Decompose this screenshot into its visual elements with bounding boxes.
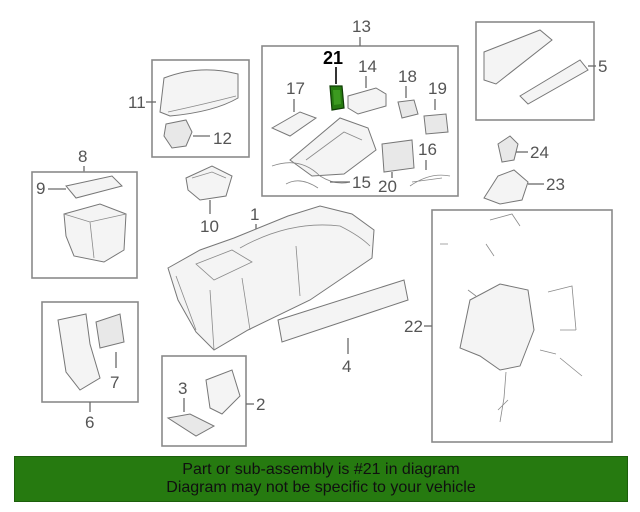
callout-18[interactable]: 18 [398,67,417,86]
switch-bezel-14 [347,87,387,115]
callout-2[interactable]: 2 [256,395,265,414]
callout-16[interactable]: 16 [418,140,437,159]
callout-13[interactable]: 13 [352,17,371,36]
callout-14[interactable]: 14 [358,57,377,76]
shift-boot-23 [483,169,529,205]
storage-box-8 [63,203,127,263]
callout-20[interactable]: 20 [378,177,397,196]
mat-9 [65,175,123,199]
side-trim-4 [277,279,409,343]
trim-panel-17 [270,111,318,137]
cup-holder-10 [185,165,233,201]
wire-harness-15 [271,162,351,189]
callout-21[interactable]: 21 [323,48,343,68]
group-box-2 [161,355,247,447]
callout-4[interactable]: 4 [342,357,351,376]
parts-diagram: 11 12 13 21 14 17 18 19 20 16 15 5 24 23… [31,17,613,447]
shifter-cable [497,371,509,423]
group-box-5 [475,21,595,121]
info-banner: Part or sub-assembly is #21 in diagram D… [14,456,628,502]
bracket-3 [166,413,216,437]
callout-3[interactable]: 3 [178,379,187,398]
vent-7 [95,313,125,349]
callout-1[interactable]: 1 [250,205,259,224]
banner-line-2: Diagram may not be specific to your vehi… [166,479,476,496]
callout-8[interactable]: 8 [78,147,87,166]
center-console-1 [167,205,375,351]
group-box-11 [151,59,250,158]
callout-10[interactable]: 10 [200,217,219,236]
callout-7[interactable]: 7 [110,373,119,392]
group-box-8 [31,171,138,279]
shift-knob-24 [497,135,519,163]
callout-19[interactable]: 19 [428,79,447,98]
switch-panel-20 [381,139,415,173]
wire-harness-16 [409,174,451,187]
end-panel-6 [57,313,101,391]
shifter-assembly-22 [459,283,535,371]
callout-11[interactable]: 11 [128,93,146,112]
callout-22[interactable]: 22 [404,317,423,336]
banner-line-1: Part or sub-assembly is #21 in diagram [182,461,460,478]
callout-5[interactable]: 5 [598,57,607,76]
armrest-hinge [163,119,193,149]
armrest-lid [159,69,239,117]
callout-15[interactable]: 15 [352,173,371,192]
bracket-2 [205,369,241,415]
power-outlet-18 [397,99,419,119]
callout-23[interactable]: 23 [546,175,565,194]
panel-5-upper [483,29,553,85]
callout-9[interactable]: 9 [36,179,45,198]
callout-12[interactable]: 12 [213,129,232,148]
callout-24[interactable]: 24 [530,143,549,162]
callout-6[interactable]: 6 [85,413,94,432]
console-upper-panel [289,117,377,177]
callout-17[interactable]: 17 [286,79,305,98]
usb-jack-19 [423,113,449,135]
panel-5-lower [519,59,589,105]
